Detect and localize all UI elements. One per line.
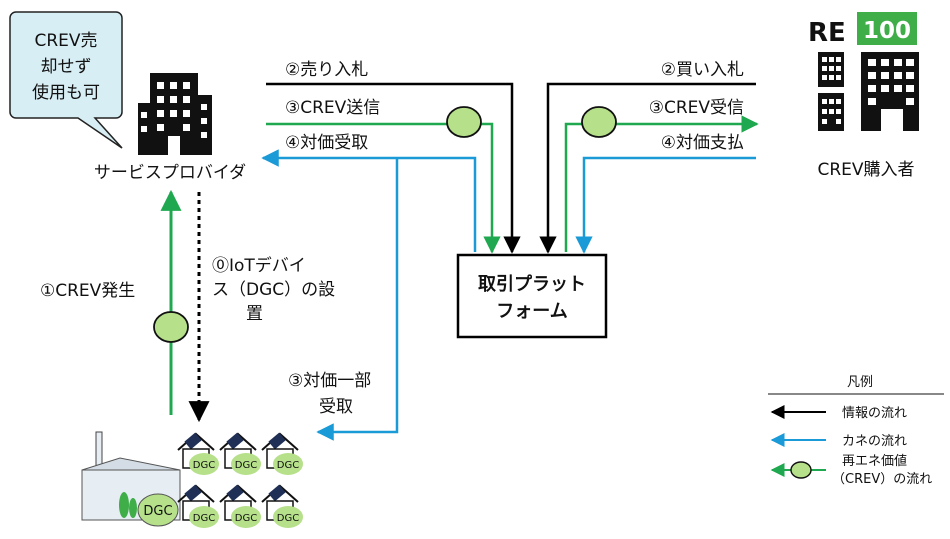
legend-title: 凡例 — [847, 375, 873, 390]
trading-platform-box: 取引プラット フォーム — [456, 253, 608, 339]
payment-arrow — [575, 156, 756, 254]
house-icon: DGC — [177, 432, 219, 475]
receive-payment-label: ④対価受取 — [285, 133, 368, 153]
legend: 凡例 情報の流れ カネの流れ 再エネ価値 （CREV）の流れ — [768, 375, 944, 487]
house-icon: DGC — [261, 484, 303, 528]
bubble-line-2: 却せず — [41, 57, 92, 77]
crev-token-left — [446, 106, 482, 138]
legend-crev-token — [790, 461, 812, 479]
partial-payment-line-2: 受取 — [319, 397, 353, 417]
dgc-label-factory: DGC — [143, 504, 172, 519]
iot-install-line-2: ス（DGC）の設 — [212, 280, 335, 300]
dgc-label-house-2: DGC — [235, 460, 257, 471]
partial-payment-arrow — [316, 158, 399, 441]
bubble-line-1: CREV売 — [34, 31, 97, 51]
provider-label: サービスプロバイダ — [94, 163, 246, 183]
house-icon: DGC — [219, 484, 261, 528]
buy-bid-arrow — [539, 82, 756, 254]
platform-line-2: フォーム — [496, 301, 567, 322]
partial-payment-line-1: ③対価一部 — [288, 371, 371, 391]
house-icon: DGC — [219, 432, 261, 475]
office-building-icon — [138, 73, 212, 155]
crev-token-generation — [153, 311, 189, 343]
dgc-label-house-6: DGC — [277, 513, 299, 524]
crev-receive-label: ③CREV受信 — [649, 98, 744, 118]
legend-info-label: 情報の流れ — [842, 406, 907, 421]
re-number: 100 — [863, 18, 911, 44]
buyer-label: CREV購入者 — [817, 160, 914, 180]
bubble-line-3: 使用も可 — [32, 82, 100, 103]
dgc-label-house-5: DGC — [235, 513, 257, 524]
buy-bid-label: ②買い入札 — [661, 60, 744, 80]
pay-label: ④対価支払 — [661, 133, 744, 153]
sell-bid-arrow — [266, 82, 521, 254]
legend-value-line-1: 再エネ価値 — [842, 453, 907, 469]
legend-value-line-2: （CREV）の流れ — [832, 472, 932, 487]
crev-token-right — [581, 106, 617, 138]
crev-generation-label: ①CREV発生 — [40, 281, 135, 301]
legend-money-label: カネの流れ — [842, 434, 907, 449]
platform-line-1: 取引プラット — [478, 273, 586, 295]
factory-icon — [81, 431, 181, 527]
house-icon: DGC — [177, 484, 219, 528]
crev-receive-arrow — [564, 115, 759, 252]
buyer-buildings-icon — [818, 52, 919, 131]
sell-bid-label: ②売り入札 — [285, 60, 368, 80]
iot-install-line-3: 置 — [246, 304, 263, 324]
houses-group: DGC DGC DGC DGC DGC — [177, 432, 303, 528]
payment-receive-arrow — [261, 149, 477, 252]
re100-logo: RE 100 — [808, 12, 917, 48]
house-icon: DGC — [261, 432, 303, 475]
dgc-label-house-3: DGC — [277, 460, 299, 471]
speech-bubble: CREV売 却せず 使用も可 — [9, 11, 123, 149]
iot-install-line-1: ⓪IoTデバイ — [212, 255, 306, 276]
crev-send-arrow — [266, 122, 501, 254]
dgc-label-house-4: DGC — [193, 513, 215, 524]
crev-send-label: ③CREV送信 — [285, 98, 380, 118]
re-text: RE — [808, 18, 846, 48]
dgc-label-house-1: DGC — [193, 460, 215, 471]
